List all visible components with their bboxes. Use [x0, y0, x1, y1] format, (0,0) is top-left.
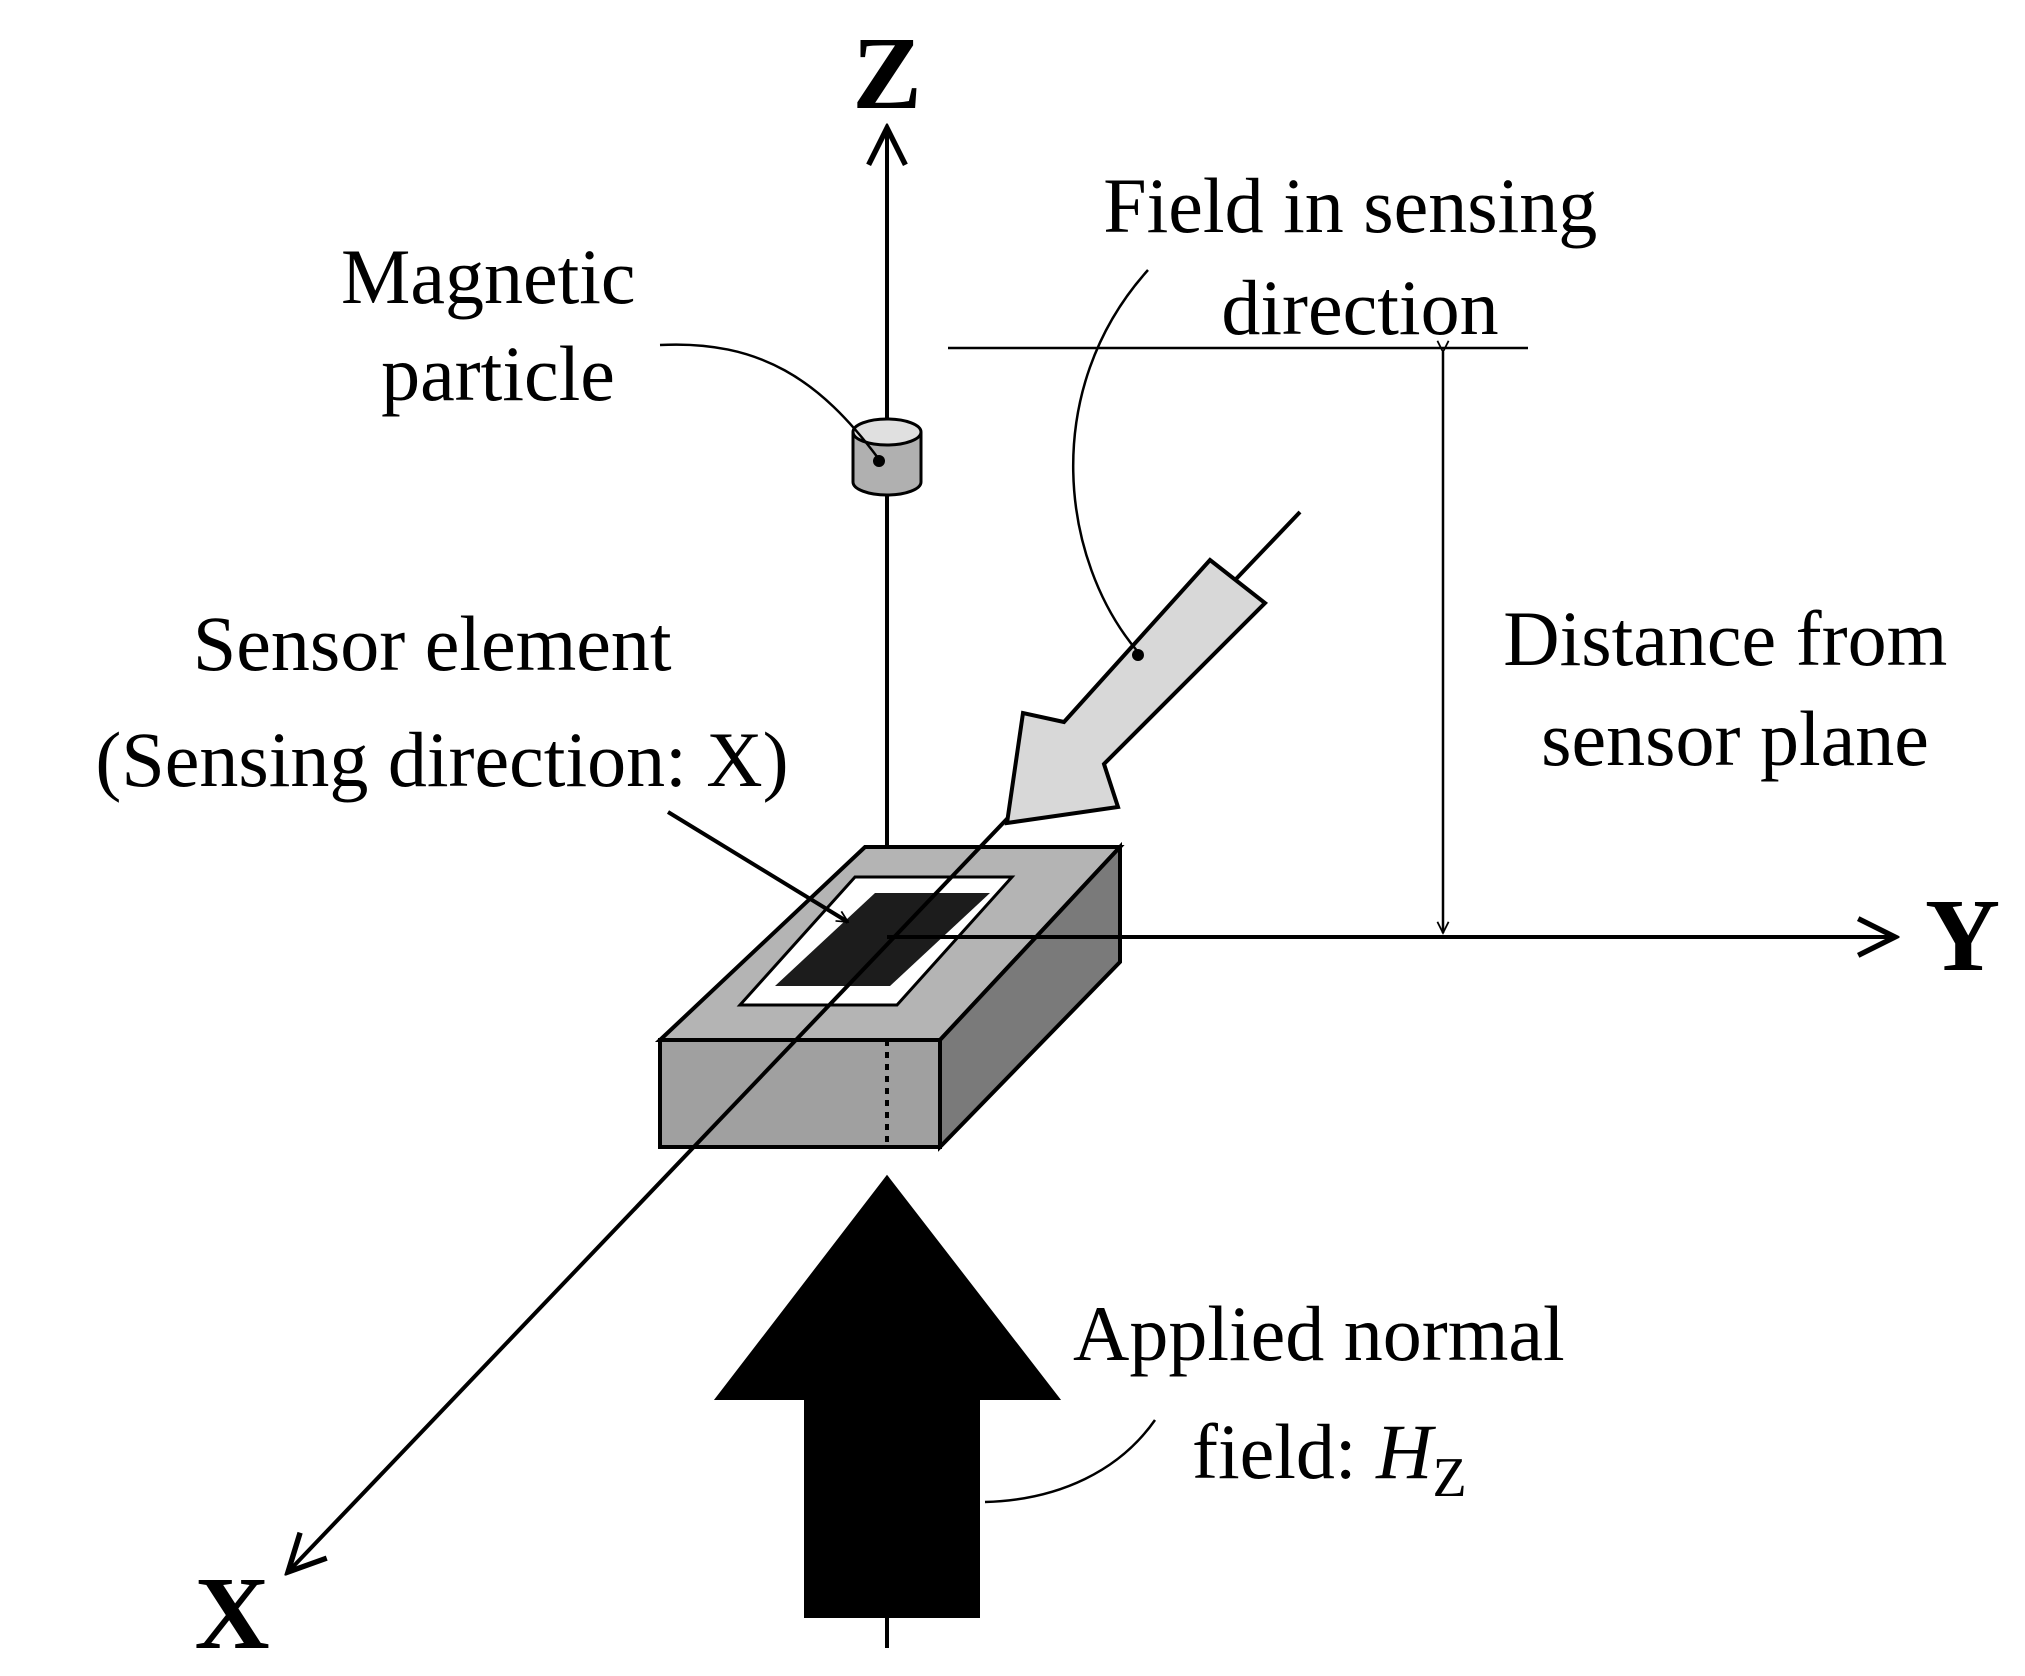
sensor-element-label: Sensor element (Sensing direction: X) [95, 600, 788, 803]
magnetic-particle-leader [659, 343, 880, 459]
sensor-element [775, 893, 990, 986]
field-sensing-leader-dot [1132, 649, 1144, 661]
magnetic-particle [851, 417, 923, 497]
sensor-element-pointer [666, 810, 848, 924]
field-sensing-leader [1072, 269, 1149, 653]
y-axis-label: Y [1925, 878, 2000, 993]
applied-field-arrow [713, 1174, 1062, 1618]
field-sensing-arrow [1004, 557, 1269, 826]
sensor-block-front [658, 1038, 942, 1149]
magnetic-particle-label: Magnetic particle [341, 233, 655, 417]
applied-field-leader [984, 1419, 1157, 1504]
distance-label: Distance from sensor plane [1503, 595, 1967, 782]
x-axis-label: X [194, 1556, 269, 1671]
applied-field-label: Applied normal field: HZ [1073, 1290, 1584, 1509]
field-sensing-label: Field in sensing direction [1103, 162, 1617, 351]
sensor-block [654, 841, 1125, 1152]
z-axis-label: Z [852, 16, 921, 131]
